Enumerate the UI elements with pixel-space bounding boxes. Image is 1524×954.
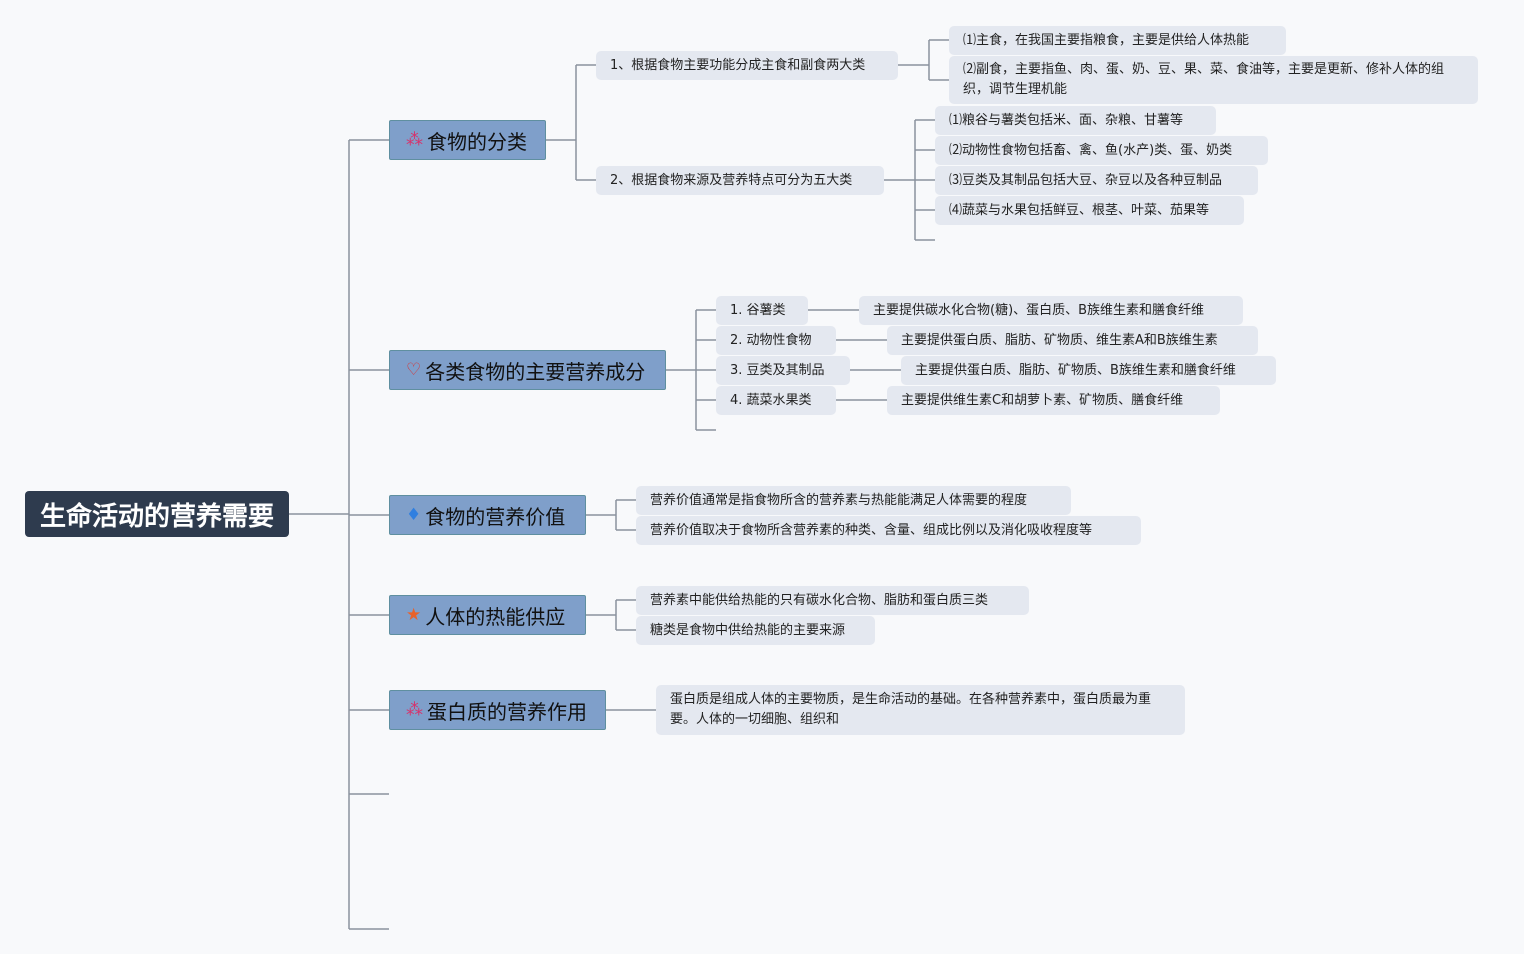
magic-wand-icon: ⁂ — [406, 700, 423, 720]
branch-label: 蛋白质的营养作用 — [427, 699, 587, 724]
branch-protein[interactable]: ⁂蛋白质的营养作用 — [389, 690, 606, 730]
topic-node[interactable]: 2、根据食物来源及营养特点可分为五大类 — [596, 166, 884, 195]
leaf-node[interactable]: ⑴粮谷与薯类包括米、面、杂粮、甘薯等 — [935, 106, 1216, 135]
leaf-node[interactable]: 主要提供碳水化合物(糖)、蛋白质、B族维生素和膳食纤维 — [859, 296, 1243, 325]
topic-node[interactable]: 3. 豆类及其制品 — [716, 356, 850, 385]
branch-label: 各类食物的主要营养成分 — [425, 359, 646, 384]
branch-nutrients[interactable]: ♡各类食物的主要营养成分 — [389, 350, 666, 390]
root-node[interactable]: 生命活动的营养需要 — [25, 491, 289, 537]
leaf-node[interactable]: 营养价值通常是指食物所含的营养素与热能能满足人体需要的程度 — [636, 486, 1071, 515]
leaf-node[interactable]: ⑴主食，在我国主要指粮食，主要是供给人体热能 — [949, 26, 1286, 55]
leaf-node[interactable]: 营养价值取决于食物所含营养素的种类、含量、组成比例以及消化吸收程度等 — [636, 516, 1141, 545]
leaf-node[interactable]: 主要提供维生素C和胡萝卜素、矿物质、膳食纤维 — [887, 386, 1220, 415]
branch-label: 食物的分类 — [427, 129, 527, 154]
leaf-node[interactable]: 营养素中能供给热能的只有碳水化合物、脂肪和蛋白质三类 — [636, 586, 1029, 615]
leaf-node[interactable]: 主要提供蛋白质、脂肪、矿物质、B族维生素和膳食纤维 — [901, 356, 1276, 385]
leaf-node[interactable]: 糖类是食物中供给热能的主要来源 — [636, 616, 875, 645]
branch-energy-supply[interactable]: ★人体的热能供应 — [389, 595, 586, 635]
leaf-node[interactable]: ⑷蔬菜与水果包括鲜豆、根茎、叶菜、茄果等 — [935, 196, 1244, 225]
leaf-node[interactable]: ⑶豆类及其制品包括大豆、杂豆以及各种豆制品 — [935, 166, 1258, 195]
topic-node[interactable]: 2. 动物性食物 — [716, 326, 836, 355]
heart-icon: ♡ — [406, 360, 422, 380]
branch-nutritional-value[interactable]: ♦食物的营养价值 — [389, 495, 586, 535]
topic-node[interactable]: 1、根据食物主要功能分成主食和副食两大类 — [596, 51, 898, 80]
leaf-node[interactable]: ⑵动物性食物包括畜、禽、鱼(水产)类、蛋、奶类 — [935, 136, 1268, 165]
leaf-node[interactable]: 蛋白质是组成人体的主要物质，是生命活动的基础。在各种营养素中，蛋白质最为重要。人… — [656, 685, 1185, 735]
flame-icon: ♦ — [406, 505, 422, 525]
leaf-node[interactable]: ⑵副食，主要指鱼、肉、蛋、奶、豆、果、菜、食油等，主要是更新、修补人体的组织，调… — [949, 56, 1478, 104]
magic-wand-icon: ⁂ — [406, 130, 423, 150]
branch-label: 人体的热能供应 — [425, 604, 566, 629]
leaf-node[interactable]: 主要提供蛋白质、脂肪、矿物质、维生素A和B族维生素 — [887, 326, 1258, 355]
branch-label: 食物的营养价值 — [425, 504, 566, 529]
topic-node[interactable]: 1. 谷薯类 — [716, 296, 808, 325]
branch-food-classification[interactable]: ⁂食物的分类 — [389, 120, 546, 160]
topic-node[interactable]: 4. 蔬菜水果类 — [716, 386, 836, 415]
star-icon: ★ — [406, 605, 422, 625]
